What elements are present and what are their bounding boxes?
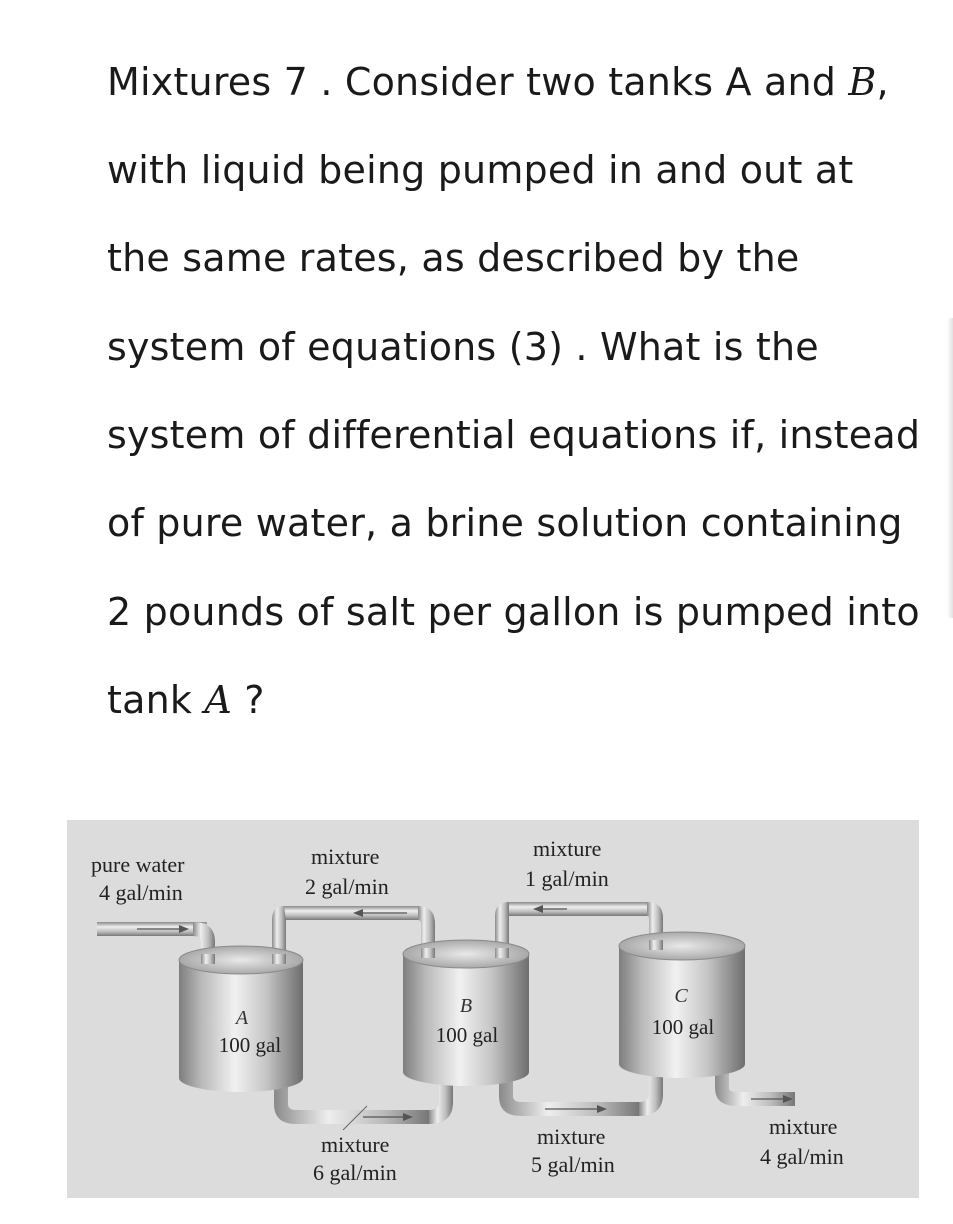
variable-a: A: [204, 678, 233, 722]
top-bc-label-line-1: mixture: [533, 836, 601, 861]
outflow-pipe: [715, 1072, 795, 1106]
problem-line-4: system of equations (3) . What is the: [107, 325, 819, 369]
problem-line-2: with liquid being pumped in and out at: [107, 148, 854, 192]
top-bc-label-line-2: 1 gal/min: [525, 866, 609, 891]
outflow-label-line-2: 4 gal/min: [760, 1144, 844, 1169]
tank-b: [402, 939, 530, 1086]
problem-line-6: of pure water, a brine solution containi…: [107, 501, 903, 545]
problem-line-1-suffix: ,: [876, 60, 889, 104]
bottom-ab-label-line-1: mixture: [321, 1132, 389, 1157]
variable-b: B: [848, 60, 877, 104]
problem-line-8-suffix: ?: [232, 678, 265, 722]
tank-c-volume: 100 gal: [652, 1015, 715, 1039]
problem-line-5: system of differential equations if, ins…: [107, 413, 921, 457]
bottom-bc-label-line-1: mixture: [537, 1124, 605, 1149]
tank-a-volume: 100 gal: [219, 1033, 282, 1057]
problem-line-8: tank A ?: [107, 670, 265, 730]
problem-line-1-text: Mixtures 7 . Consider two tanks A and: [107, 60, 849, 104]
problem-line-1: Mixtures 7 . Consider two tanks A and B,: [107, 52, 889, 112]
top-ab-label-line-2: 2 gal/min: [305, 874, 389, 899]
pipe-bottom-bc: [499, 1074, 663, 1116]
tank-diagram-svg: pure water 4 gal/min mixture 2 gal/min m…: [91, 836, 844, 1185]
tank-b-volume: 100 gal: [436, 1023, 499, 1047]
problem-line-7: 2 pounds of salt per gallon is pumped in…: [107, 590, 920, 634]
tank-c-name: C: [674, 985, 688, 1007]
problem-line-3: the same rates, as described by the: [107, 236, 800, 280]
pipe-bottom-ab: [274, 1082, 453, 1131]
tank-a-name: A: [234, 1007, 249, 1029]
top-ab-label-line-1: mixture: [311, 844, 379, 869]
tank-diagram: pure water 4 gal/min mixture 2 gal/min m…: [67, 820, 919, 1198]
tank-a: [178, 945, 304, 1092]
outflow-label-line-1: mixture: [769, 1114, 837, 1139]
tank-b-name: B: [460, 995, 472, 1017]
scrollbar-edge[interactable]: [947, 318, 953, 618]
tank-c: [618, 931, 746, 1078]
bottom-ab-label-line-2: 6 gal/min: [313, 1160, 397, 1185]
problem-line-8-text: tank: [107, 678, 205, 722]
inflow-label-line-2: 4 gal/min: [99, 880, 183, 905]
bottom-bc-label-line-2: 5 gal/min: [531, 1152, 615, 1177]
inflow-label-line-1: pure water: [91, 852, 185, 877]
